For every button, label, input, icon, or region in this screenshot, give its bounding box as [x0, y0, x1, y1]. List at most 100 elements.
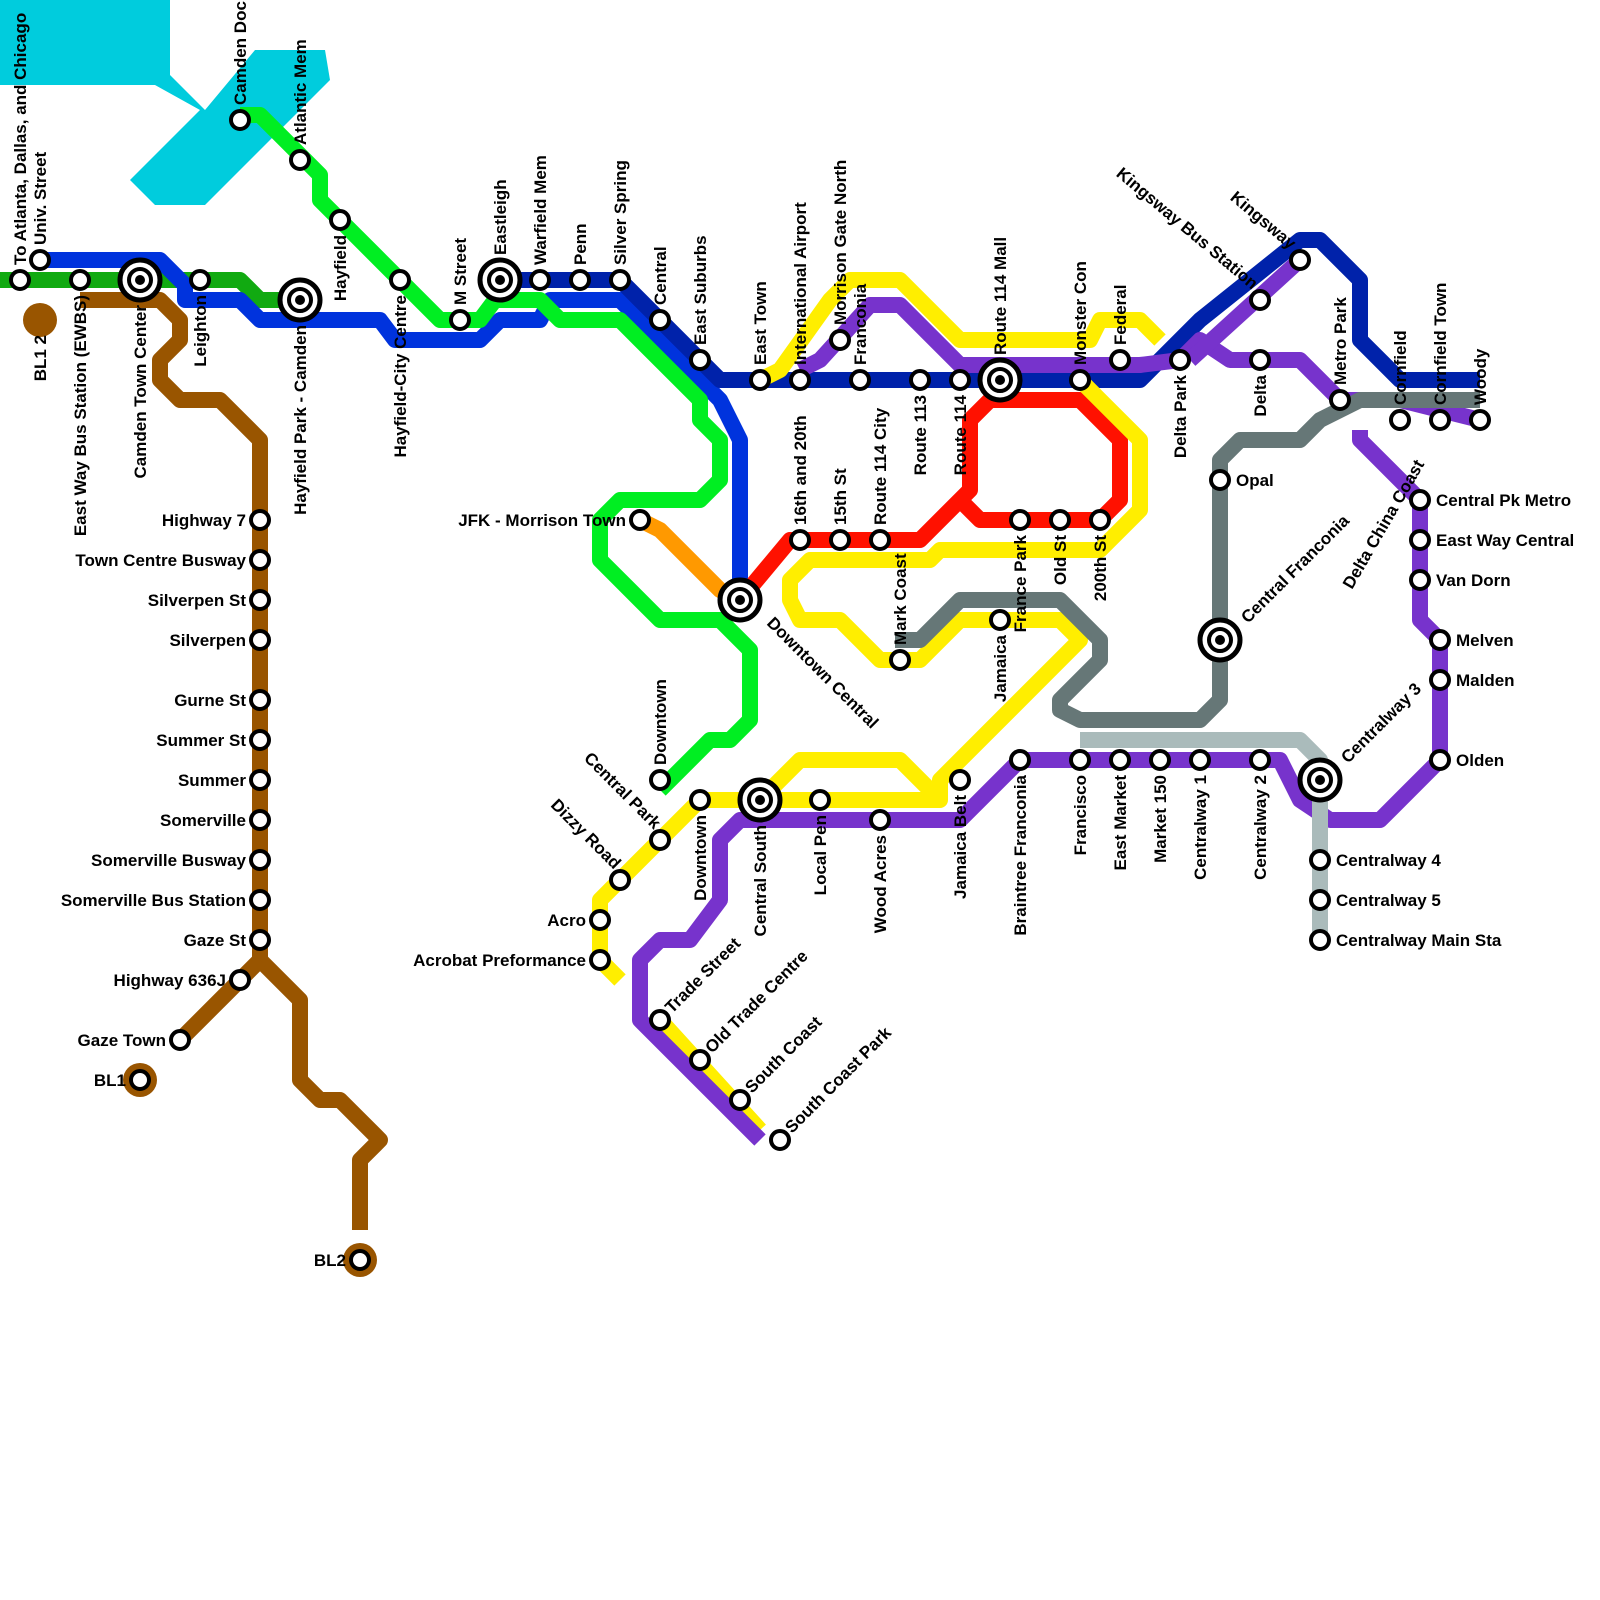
label-highway-7: Highway 7: [162, 511, 246, 530]
label-east-town: East Town: [751, 281, 770, 365]
station-gaze-town[interactable]: [169, 1029, 191, 1051]
station-to-atlanta[interactable]: [9, 269, 31, 291]
label-kingsway-bus-station: Kingsway Bus Station: [1113, 164, 1262, 293]
station-gaze-st[interactable]: [249, 929, 271, 951]
station-opal[interactable]: [1209, 469, 1231, 491]
label-gaze-town: Gaze Town: [78, 1031, 166, 1050]
hub-central-south[interactable]: [737, 777, 783, 823]
station-centralway-1[interactable]: [1189, 749, 1211, 771]
station-east-town[interactable]: [749, 369, 771, 391]
station-silverpen-st[interactable]: [249, 589, 271, 611]
station-route-114[interactable]: [949, 369, 971, 391]
station-200th-st[interactable]: [1089, 509, 1111, 531]
station-melven[interactable]: [1429, 629, 1451, 651]
station-hayfield-city-centre[interactable]: [389, 269, 411, 291]
station-route-114-city[interactable]: [869, 529, 891, 551]
station-delta[interactable]: [1249, 349, 1271, 371]
station-morrison-gate-north[interactable]: [829, 329, 851, 351]
station-summer-st[interactable]: [249, 729, 271, 751]
label-camden-town-center: Camden Town Center: [131, 305, 150, 479]
station-centralway-4[interactable]: [1309, 849, 1331, 871]
station-woody[interactable]: [1469, 409, 1491, 431]
hub-route-114-mall[interactable]: [977, 357, 1023, 403]
station-central[interactable]: [649, 309, 671, 331]
station-franconia[interactable]: [849, 369, 871, 391]
station-hayfield[interactable]: [329, 209, 351, 231]
label-town-centre-busway: Town Centre Busway: [75, 551, 246, 570]
station-local-pen[interactable]: [809, 789, 831, 811]
station-penn[interactable]: [569, 269, 591, 291]
label-central-south: Central South: [751, 825, 770, 936]
station-metro-park[interactable]: [1329, 389, 1351, 411]
station-market-150[interactable]: [1149, 749, 1171, 771]
station-15th-st[interactable]: [829, 529, 851, 551]
station-atlantic-mem[interactable]: [289, 149, 311, 171]
station-town-centre-busway[interactable]: [249, 549, 271, 571]
station-downtown-north[interactable]: [649, 769, 671, 791]
station-francisco[interactable]: [1069, 749, 1091, 771]
station-downtown[interactable]: [689, 789, 711, 811]
station-mark-coast[interactable]: [889, 649, 911, 671]
station-ewbs[interactable]: [69, 269, 91, 291]
station-somerville[interactable]: [249, 809, 271, 831]
station-somerville-bus-station[interactable]: [249, 889, 271, 911]
station-silver-spring[interactable]: [609, 269, 631, 291]
station-central-park[interactable]: [649, 829, 671, 851]
hub-downtown-central[interactable]: [717, 577, 763, 623]
station-olden[interactable]: [1429, 749, 1451, 771]
station-route-113[interactable]: [909, 369, 931, 391]
station-east-market[interactable]: [1109, 749, 1131, 771]
station-kingsway-bus-station[interactable]: [1249, 289, 1271, 311]
station-kingsway[interactable]: [1289, 249, 1311, 271]
station-silverpen[interactable]: [249, 629, 271, 651]
station-centralway-main-sta[interactable]: [1309, 929, 1331, 951]
station-dizzy-road[interactable]: [609, 869, 631, 891]
station-malden[interactable]: [1429, 669, 1451, 691]
station-jamaica[interactable]: [989, 609, 1011, 631]
station-international-airport[interactable]: [789, 369, 811, 391]
station-centralway-2[interactable]: [1249, 749, 1271, 771]
station-bl1[interactable]: [129, 1069, 151, 1091]
station-trade-street[interactable]: [649, 1009, 671, 1031]
station-camden-dock[interactable]: [229, 109, 251, 131]
hub-hayfield-park-camden[interactable]: [277, 277, 323, 323]
hub-eastleigh[interactable]: [477, 257, 523, 303]
hub-centralway-3[interactable]: [1297, 757, 1343, 803]
station-monster-con[interactable]: [1069, 369, 1091, 391]
station-south-coast-park[interactable]: [769, 1129, 791, 1151]
station-univ-street[interactable]: [29, 249, 51, 271]
station-somerville-busway[interactable]: [249, 849, 271, 871]
label-somerville-busway: Somerville Busway: [91, 851, 247, 870]
station-delta-park[interactable]: [1169, 349, 1191, 371]
station-van-dorn[interactable]: [1409, 569, 1431, 591]
station-16th-20th[interactable]: [789, 529, 811, 551]
station-central-pk-metro[interactable]: [1409, 489, 1431, 511]
station-france-park[interactable]: [1009, 509, 1031, 531]
station-cornfield-town[interactable]: [1429, 409, 1451, 431]
station-highway-7[interactable]: [249, 509, 271, 531]
station-old-trade-centre[interactable]: [689, 1049, 711, 1071]
station-bl2[interactable]: [349, 1249, 371, 1271]
hub-central-franconia[interactable]: [1197, 617, 1243, 663]
station-leighton[interactable]: [189, 269, 211, 291]
station-highway-636j[interactable]: [229, 969, 251, 991]
station-centralway-5[interactable]: [1309, 889, 1331, 911]
station-summer[interactable]: [249, 769, 271, 791]
station-wood-acres[interactable]: [869, 809, 891, 831]
station-acrobat-preformance[interactable]: [589, 949, 611, 971]
station-acro[interactable]: [589, 909, 611, 931]
station-cornfield[interactable]: [1389, 409, 1411, 431]
station-east-suburbs[interactable]: [689, 349, 711, 371]
station-m-street[interactable]: [449, 309, 471, 331]
station-gurne-st[interactable]: [249, 689, 271, 711]
station-jamaica-belt[interactable]: [949, 769, 971, 791]
label-bl1-2: BL1 2: [31, 335, 50, 381]
station-warfield-mem[interactable]: [529, 269, 551, 291]
hub-camden-town-center[interactable]: [117, 257, 163, 303]
station-federal[interactable]: [1109, 349, 1131, 371]
station-south-coast[interactable]: [729, 1089, 751, 1111]
station-east-way-central[interactable]: [1409, 529, 1431, 551]
station-old-st[interactable]: [1049, 509, 1071, 531]
station-jfk-morrison-town[interactable]: [629, 509, 651, 531]
station-braintree-franconia[interactable]: [1009, 749, 1031, 771]
